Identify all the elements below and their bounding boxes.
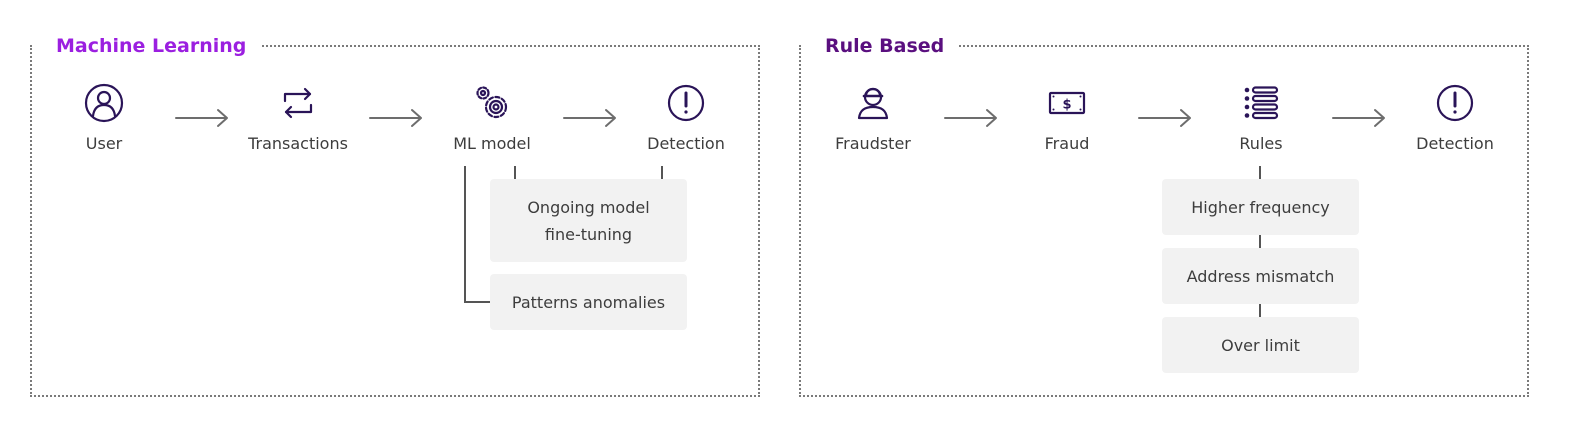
rule-box-higher-frequency: Higher frequency bbox=[1162, 179, 1359, 235]
list-icon bbox=[1244, 86, 1279, 120]
ml-node-user: User bbox=[24, 82, 184, 154]
connector-line bbox=[1259, 304, 1261, 317]
connector-line bbox=[1259, 235, 1261, 248]
arrow-right-icon bbox=[175, 109, 228, 127]
ml-node-user-label: User bbox=[85, 134, 123, 153]
svg-text:$: $ bbox=[1062, 98, 1071, 113]
rule-node-rules-label: Rules bbox=[1239, 134, 1283, 153]
arrow-right-icon bbox=[369, 109, 422, 127]
ml-node-detection: Detection bbox=[606, 82, 766, 154]
rule-node-detection-label: Detection bbox=[1416, 134, 1494, 153]
rule-box-higher-frequency-label: Higher frequency bbox=[1191, 197, 1330, 217]
rule-box-address-mismatch-label: Address mismatch bbox=[1186, 266, 1335, 286]
rule-panel: Rule Based bbox=[799, 32, 1529, 397]
ml-box-patterns-label: Patterns anomalies bbox=[511, 292, 666, 312]
ml-node-transactions-label: Transactions bbox=[248, 134, 348, 153]
ml-node-ml-model-label: ML model bbox=[453, 134, 531, 153]
rule-node-fraud-label: Fraud bbox=[1044, 134, 1090, 153]
ml-node-transactions: Transactions bbox=[218, 82, 378, 154]
ml-node-detection-label: Detection bbox=[647, 134, 725, 153]
ml-box-patterns: Patterns anomalies bbox=[490, 274, 687, 330]
connector-line bbox=[661, 166, 663, 179]
alert-icon bbox=[1436, 84, 1474, 122]
ml-panel: Machine Learning bbox=[30, 32, 760, 397]
rule-box-over-limit-label: Over limit bbox=[1221, 335, 1300, 355]
ml-box-fine-tuning: Ongoing model fine-tuning bbox=[490, 179, 687, 262]
rule-node-rules: Rules bbox=[1181, 82, 1341, 154]
transactions-icon bbox=[283, 87, 313, 119]
alert-icon bbox=[667, 84, 705, 122]
ml-panel-title: Machine Learning bbox=[32, 32, 261, 60]
rule-panel-title: Rule Based bbox=[801, 32, 959, 60]
fraudster-icon bbox=[857, 87, 889, 120]
connector-line bbox=[514, 166, 516, 179]
arrow-right-icon bbox=[1138, 109, 1191, 127]
rule-node-fraudster-label: Fraudster bbox=[835, 134, 911, 153]
rule-node-fraud: $ Fraud bbox=[987, 82, 1147, 154]
connector-line bbox=[464, 166, 466, 303]
connector-line bbox=[1259, 166, 1261, 179]
arrow-right-icon bbox=[944, 109, 997, 127]
rule-node-detection: Detection bbox=[1375, 82, 1535, 154]
arrow-right-icon bbox=[1332, 109, 1385, 127]
arrow-right-icon bbox=[563, 109, 616, 127]
rule-node-fraudster: Fraudster bbox=[793, 82, 953, 154]
connector-line bbox=[464, 301, 490, 303]
money-icon: $ bbox=[1048, 91, 1086, 115]
user-icon bbox=[84, 83, 124, 123]
ml-node-ml-model: ML model bbox=[412, 82, 572, 154]
gears-icon bbox=[476, 86, 508, 119]
rule-box-address-mismatch: Address mismatch bbox=[1162, 248, 1359, 304]
ml-box-fine-tuning-label: Ongoing model fine-tuning bbox=[527, 197, 650, 244]
rule-box-over-limit: Over limit bbox=[1162, 317, 1359, 373]
